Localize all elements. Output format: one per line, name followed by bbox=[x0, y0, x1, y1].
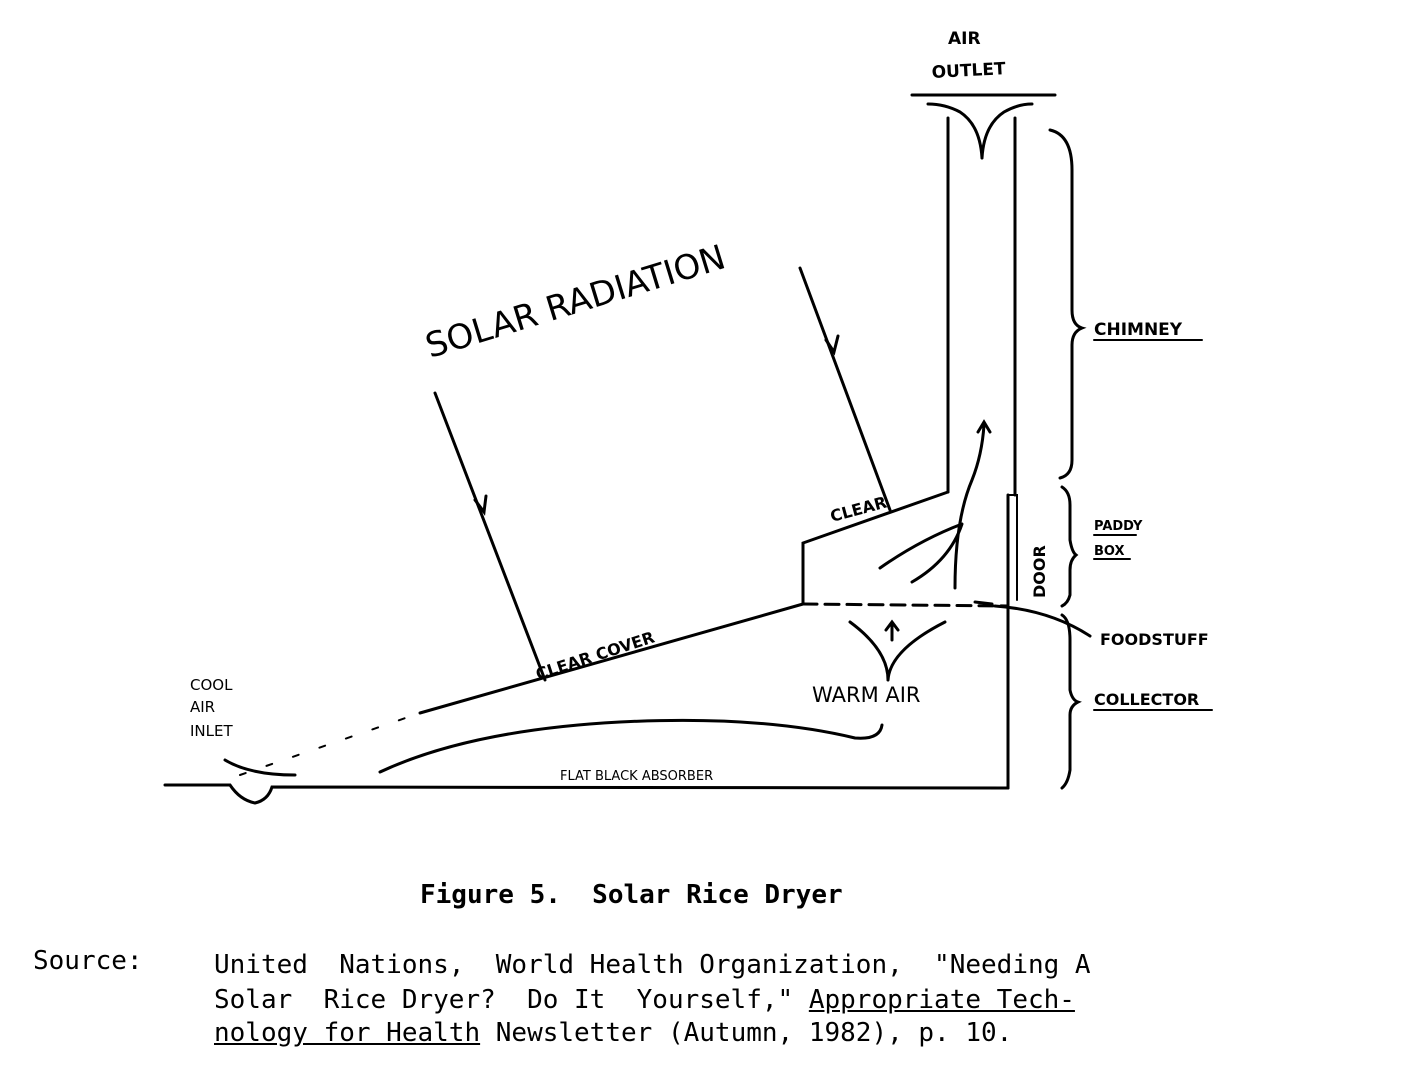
publication-title-part-2: nology for Health bbox=[214, 1018, 481, 1048]
paddy-box-front bbox=[801, 490, 950, 606]
door bbox=[1007, 494, 1018, 601]
label-clear: CLEAR bbox=[828, 493, 889, 526]
source-line-2: Solar Rice Dryer? Do It Yourself," Appro… bbox=[214, 985, 1075, 1015]
clear-cover-dashed bbox=[239, 712, 421, 776]
source-label: Source: bbox=[33, 946, 143, 976]
solar-ray-left bbox=[433, 391, 547, 682]
ground-line bbox=[163, 783, 1010, 805]
label-paddy: PADDY bbox=[1094, 519, 1143, 534]
foodstuff-tray bbox=[801, 602, 1010, 608]
label-solar-radiation: SOLAR RADIATION bbox=[421, 237, 730, 366]
label-chimney: CHIMNEY bbox=[1094, 320, 1183, 340]
source-line-1: United Nations, World Health Organizatio… bbox=[214, 950, 1091, 980]
label-warm-air: WARM AIR bbox=[812, 683, 921, 707]
label-cool: COOL bbox=[190, 676, 233, 694]
label-clear-cover: CLEAR COVER bbox=[533, 628, 657, 684]
inlet-curve bbox=[223, 758, 297, 777]
label-foodstuff: FOODSTUFF bbox=[1100, 630, 1209, 649]
label-absorber: FLAT BLACK ABSORBER bbox=[560, 769, 713, 784]
foodstuff-leader bbox=[993, 604, 1092, 638]
warm-air-arrows bbox=[848, 619, 947, 682]
source-line-3-text: Newsletter (Autumn, 1982), p. 10. bbox=[480, 1018, 1013, 1048]
absorber-air-flow bbox=[378, 718, 884, 774]
source-line-2-text: Solar Rice Dryer? Do It Yourself," bbox=[214, 985, 809, 1015]
chimney-brace bbox=[1048, 128, 1087, 480]
label-box: BOX bbox=[1094, 544, 1125, 559]
figure-title: Figure 5. Solar Rice Dryer bbox=[420, 880, 843, 910]
label-air-inlet: AIR bbox=[190, 698, 215, 716]
box-air-arrows bbox=[878, 419, 994, 606]
ray-arrowhead bbox=[473, 334, 840, 516]
clear-cover bbox=[418, 602, 805, 715]
label-door: DOOR bbox=[1030, 545, 1049, 598]
collector-brace bbox=[1060, 613, 1082, 790]
label-inlet: INLET bbox=[190, 722, 233, 740]
label-air: AIR bbox=[948, 29, 981, 49]
label-collector: COLLECTOR bbox=[1094, 690, 1199, 709]
label-outlet: OUTLET bbox=[931, 59, 1006, 83]
paddy-box-brace bbox=[1060, 485, 1079, 608]
source-line-3: nology for Health Newsletter (Autumn, 19… bbox=[214, 1018, 1012, 1048]
publication-title-part-1: Appropriate Tech- bbox=[808, 985, 1075, 1015]
solar-ray-right bbox=[798, 266, 892, 512]
label-underlines bbox=[1093, 339, 1213, 711]
outlet-arrows bbox=[926, 102, 1034, 160]
